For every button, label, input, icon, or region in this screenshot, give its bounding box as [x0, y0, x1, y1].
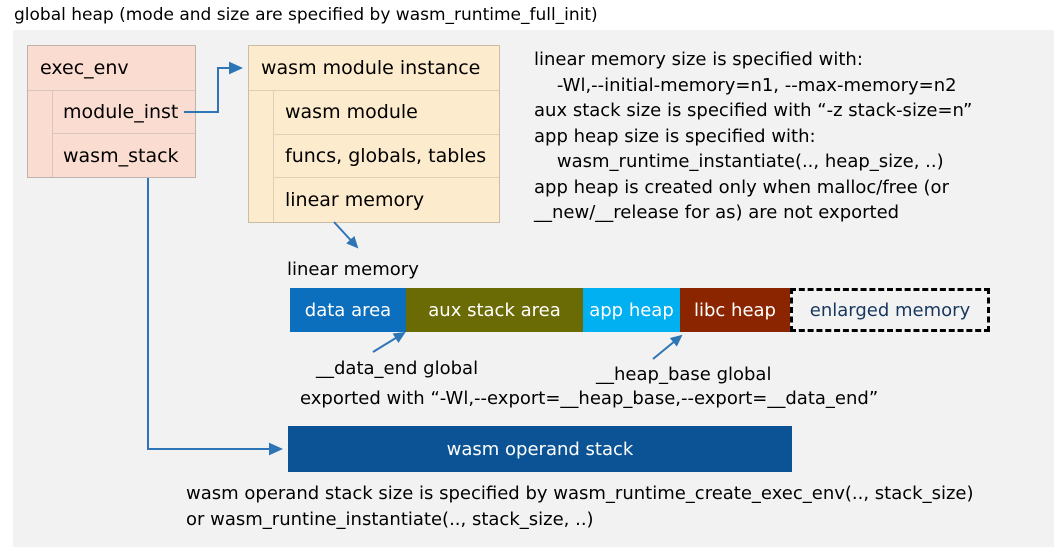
exec-env-header: exec_env — [28, 46, 195, 91]
callout-heap-base: __heap_base global — [596, 364, 772, 385]
callout-export-line: exported with “-Wl,--export=__heap_base,… — [300, 388, 879, 409]
exec-env-field-module-inst: module_inst — [53, 91, 195, 134]
wasm-module-instance-box: wasm module instance wasm module funcs, … — [248, 45, 500, 223]
page-title: global heap (mode and size are specified… — [14, 5, 598, 25]
module-instance-header: wasm module instance — [249, 46, 499, 91]
memory-segment-app-heap: app heap — [583, 288, 680, 332]
exec-env-box: exec_env module_inst wasm_stack — [27, 45, 196, 178]
operand-stack-notes: wasm operand stack size is specified by … — [186, 483, 974, 530]
module-instance-row-linear-memory: linear memory — [285, 189, 425, 212]
memory-segment-aux-stack-area: aux stack area — [406, 288, 583, 332]
memory-segment-enlarged-memory: enlarged memory — [790, 288, 990, 332]
module-instance-rows: wasm module funcs, globals, tables linea… — [249, 91, 499, 222]
linear-memory-label: linear memory — [287, 259, 419, 280]
exec-env-fields: module_inst wasm_stack — [28, 91, 195, 177]
callout-data-end: __data_end global — [316, 358, 479, 379]
module-instance-row-funcs-globals-tables: funcs, globals, tables — [274, 135, 499, 179]
linear-memory-notes: linear memory size is specified with: -W… — [534, 49, 973, 223]
memory-segment-libc-heap: libc heap — [680, 288, 790, 332]
module-instance-gutter — [249, 91, 274, 222]
wasm-operand-stack-box: wasm operand stack — [288, 426, 792, 472]
exec-env-gutter — [28, 91, 53, 177]
memory-segment-data-area: data area — [290, 288, 406, 332]
module-instance-row-wasm-module: wasm module — [274, 91, 499, 135]
exec-env-field-wasm-stack: wasm_stack — [63, 144, 179, 167]
